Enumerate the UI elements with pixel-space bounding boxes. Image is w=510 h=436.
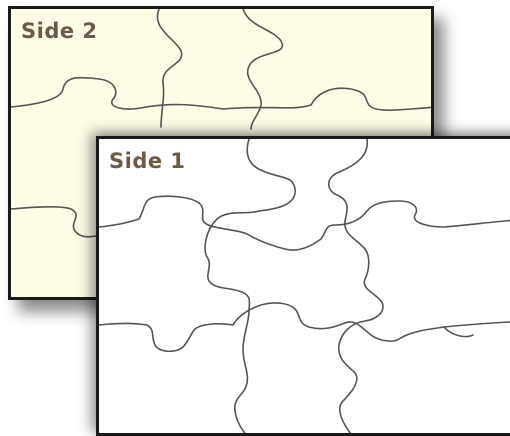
side-2-label: Side 2 [21,19,98,43]
side-1-label: Side 1 [109,149,186,173]
side-1-cut-lines [99,139,510,436]
puzzle-side-1-card: Side 1 [96,136,510,436]
